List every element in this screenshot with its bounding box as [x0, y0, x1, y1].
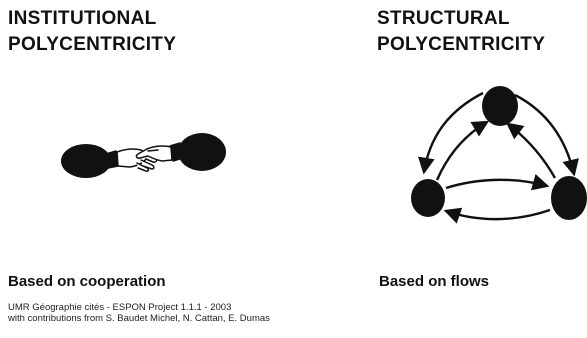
structural-diagram	[411, 86, 587, 224]
structural-title-line1: STRUCTURAL	[377, 8, 510, 29]
source-credit-line1: UMR Géographie cités - ESPON Project 1.1…	[8, 302, 232, 313]
institutional-caption: Based on cooperation	[8, 273, 166, 290]
source-credit-line2: with contributions from S. Baudet Michel…	[8, 313, 270, 324]
flow-arrow-top-to-right	[514, 93, 579, 177]
flow-arrow-top-to-left	[418, 91, 484, 175]
flow-arrow-left-to-top	[435, 120, 490, 181]
city-node-left	[61, 144, 111, 178]
flow-arrows	[418, 91, 579, 224]
structural-title-line2: POLYCENTRICITY	[377, 34, 546, 55]
city-node-top	[482, 86, 518, 126]
institutional-title: INSTITUTIONAL POLYCENTRICITY	[8, 6, 176, 58]
structural-caption: Based on flows	[379, 273, 490, 290]
city-node-bottom-right	[551, 176, 587, 220]
institutional-title-line1: INSTITUTIONAL	[8, 8, 157, 29]
handshake-icon	[105, 142, 184, 172]
institutional-diagram	[61, 133, 226, 178]
city-node-bottom-left	[411, 179, 445, 217]
city-node-right	[178, 133, 226, 171]
institutional-title-line2: POLYCENTRICITY	[8, 34, 177, 55]
source-credit: UMR Géographie cités - ESPON Project 1.1…	[8, 302, 270, 324]
structural-title: STRUCTURAL POLYCENTRICITY	[377, 6, 545, 58]
flow-arrow-right-to-top	[505, 122, 557, 179]
flow-arrow-left-to-right	[445, 174, 550, 191]
flow-arrow-right-to-left	[443, 207, 551, 224]
